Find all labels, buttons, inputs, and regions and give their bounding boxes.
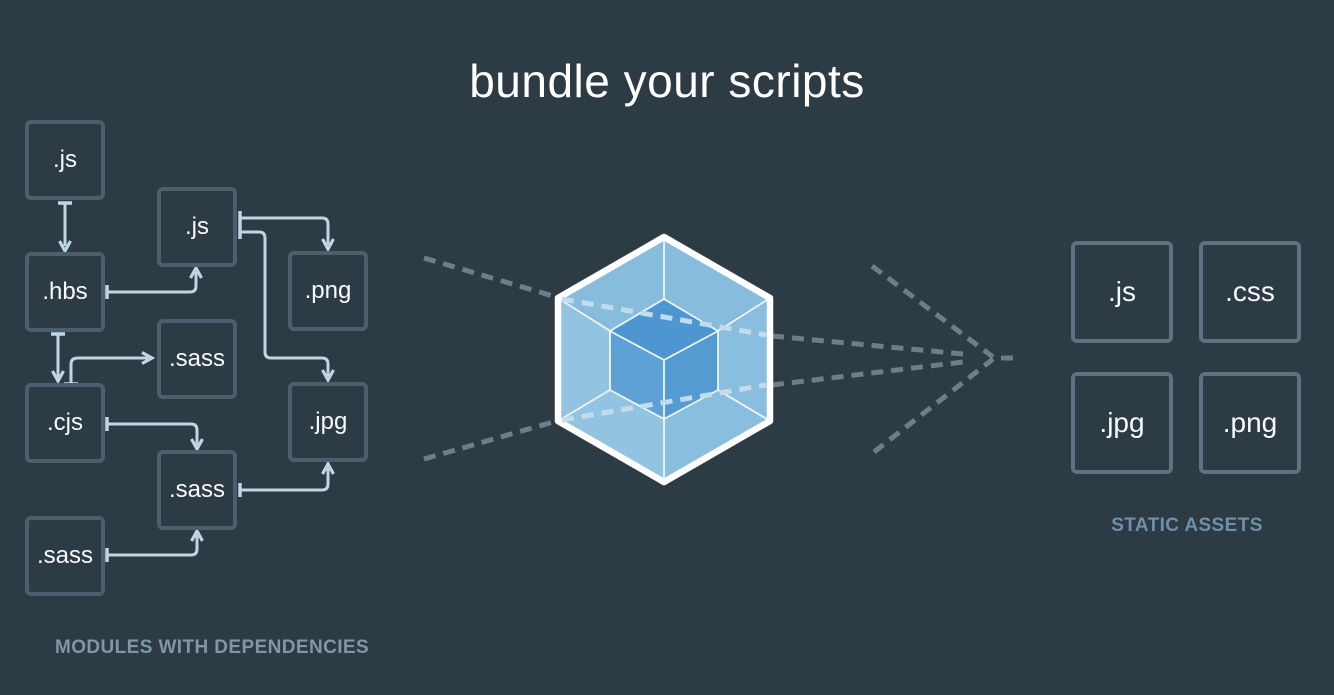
module-box: .hbs xyxy=(25,252,105,332)
asset-box-label: .jpg xyxy=(1099,407,1145,438)
module-box-label: .jpg xyxy=(308,408,348,435)
module-box-label: .js xyxy=(185,213,209,240)
module-box: .sass xyxy=(157,450,237,530)
module-box: .png xyxy=(288,251,368,331)
module-box-label: .sass xyxy=(168,476,225,503)
module-box-label: .sass xyxy=(168,345,225,372)
assets-caption: STATIC ASSETS xyxy=(1111,515,1263,536)
module-box-label: .hbs xyxy=(42,278,88,305)
webpack-cube-icon xyxy=(554,233,774,486)
module-box: .js xyxy=(157,187,237,267)
module-box: .jpg xyxy=(288,382,368,462)
asset-box: .css xyxy=(1199,241,1301,343)
module-box-label: .js xyxy=(53,146,77,173)
modules-caption: MODULES WITH DEPENDENCIES xyxy=(55,637,370,658)
asset-box: .jpg xyxy=(1071,372,1173,474)
dotted-arrow-icon xyxy=(423,255,1021,462)
page-title: bundle your scripts xyxy=(469,55,865,107)
asset-box: .png xyxy=(1199,372,1301,474)
asset-box-label: .css xyxy=(1225,276,1275,307)
asset-box: .js xyxy=(1071,241,1173,343)
module-box-label: .sass xyxy=(36,542,93,569)
module-box: .cjs xyxy=(25,383,105,463)
module-box: .js xyxy=(25,120,105,200)
module-box: .sass xyxy=(157,319,237,399)
module-box-label: .png xyxy=(304,277,352,304)
asset-box-label: .js xyxy=(1108,276,1136,307)
module-box-label: .cjs xyxy=(47,409,83,436)
asset-box-label: .png xyxy=(1222,407,1278,438)
dotted-line-through-cube xyxy=(561,296,767,423)
module-box: .sass xyxy=(25,516,105,596)
